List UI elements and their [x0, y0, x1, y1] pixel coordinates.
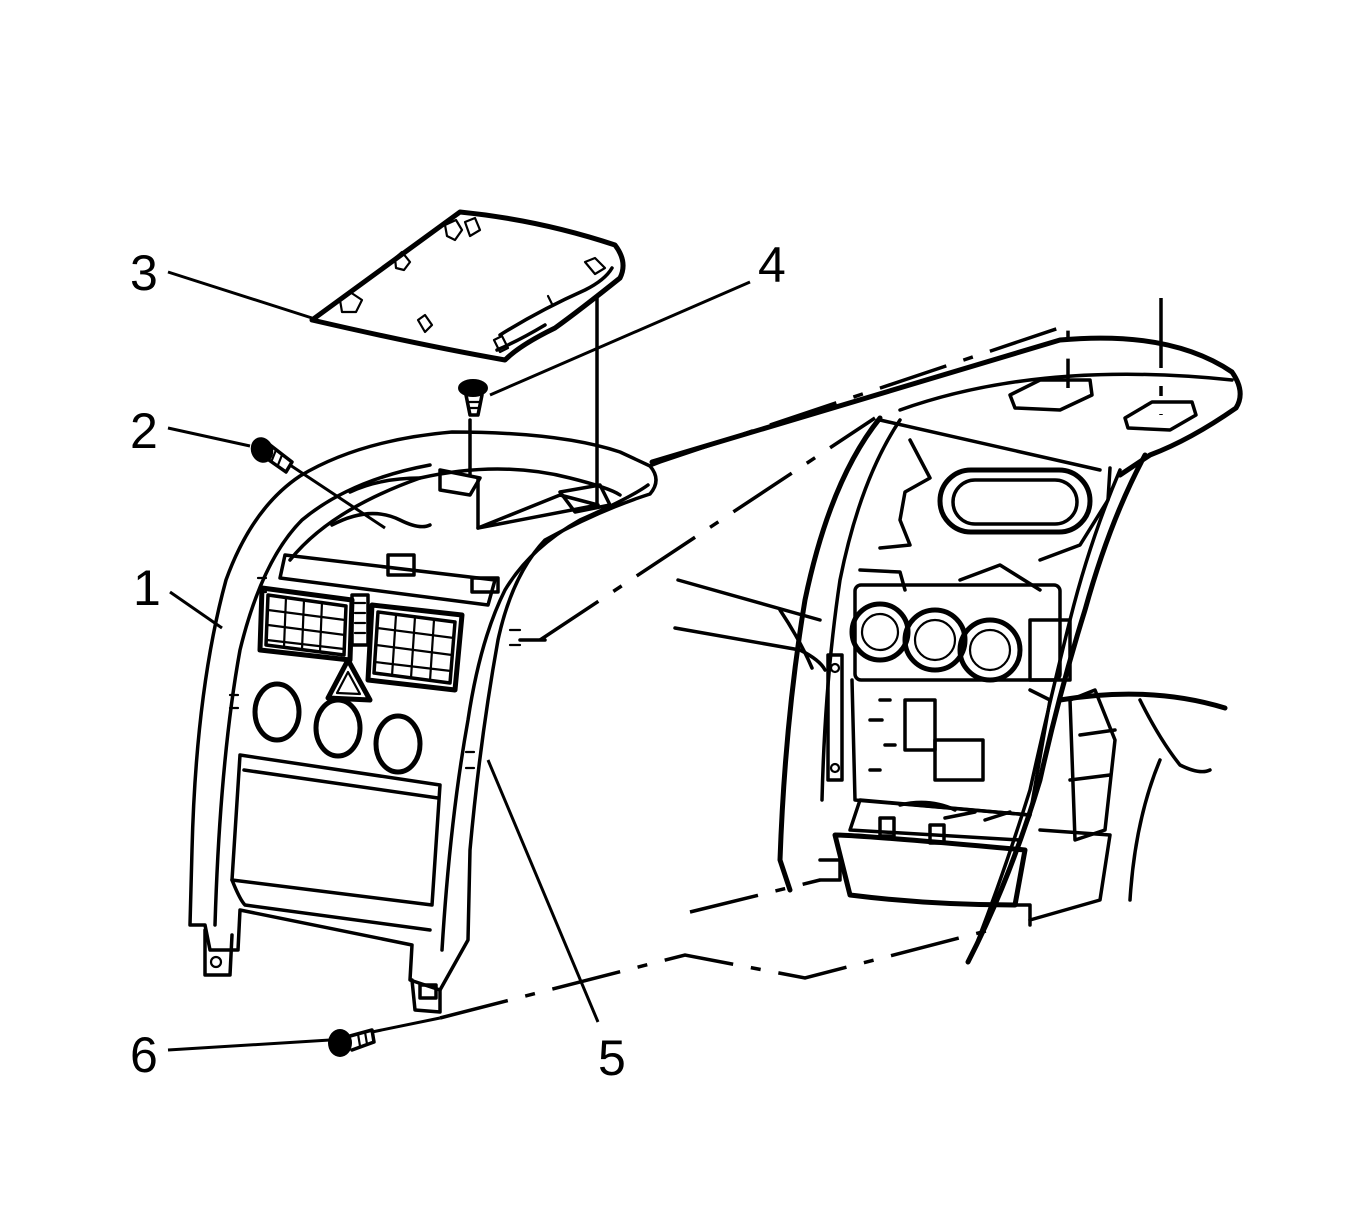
hazard-button — [325, 657, 373, 703]
console-trim-plate — [188, 283, 658, 1014]
leader-1 — [169, 590, 223, 630]
knob-opening-left — [252, 681, 302, 743]
callout-5: 5 — [598, 1030, 626, 1086]
knob-opening-center — [313, 697, 363, 759]
leader-6 — [167, 1038, 331, 1052]
leader-lines — [167, 270, 751, 1052]
hvac-knob-left — [849, 601, 911, 663]
callout-labels: 3 4 2 1 5 6 — [130, 237, 786, 1086]
callout-6: 6 — [130, 1027, 158, 1083]
leader-5 — [486, 759, 600, 1023]
screw-fastener-lower — [328, 1028, 376, 1057]
callout-1: 1 — [133, 560, 161, 616]
push-pin-fastener — [458, 379, 488, 417]
leader-6b — [371, 1016, 441, 1034]
leader-3 — [167, 270, 313, 320]
console-top-cover — [309, 209, 626, 363]
instrument-panel-context — [649, 335, 1243, 965]
hvac-knob-center — [902, 607, 968, 673]
hvac-knob-right — [957, 617, 1023, 683]
leader-2 — [167, 426, 251, 448]
alignment-lines — [439, 298, 1163, 1020]
leader-2b — [289, 463, 386, 530]
screw-fastener-upper — [250, 437, 294, 474]
callout-2: 2 — [130, 403, 158, 459]
knob-opening-right — [373, 713, 423, 775]
air-vent-right — [365, 602, 465, 693]
leader-4 — [489, 280, 751, 397]
callout-4: 4 — [758, 237, 786, 293]
callout-3: 3 — [130, 245, 158, 301]
